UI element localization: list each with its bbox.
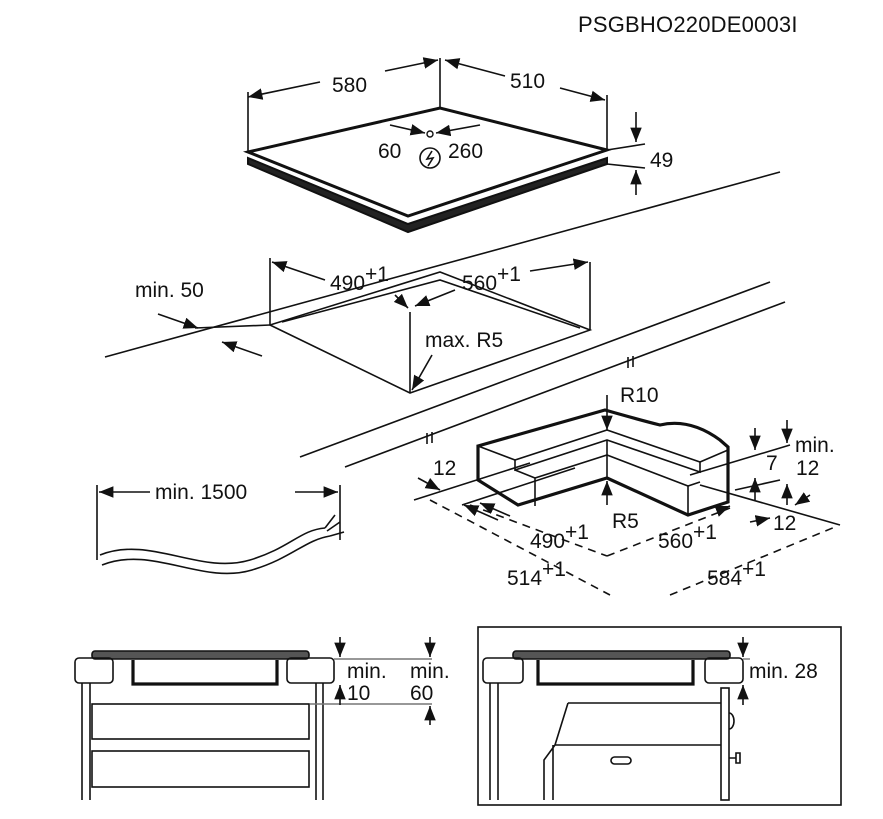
section-drawers: min. 10 min. 60 [74,637,450,800]
min-28-label: min. 28 [749,660,818,683]
conn-left-label: 60 [378,140,401,163]
svg-text:560+1: 560+1 [658,521,717,553]
section-oven: min. 28 [477,626,842,806]
cutout-width-label: 490 [330,272,365,295]
cutout-depth-label: 560 [462,272,497,295]
svg-text:584+1: 584+1 [707,558,766,590]
hob-width-label: 580 [332,74,367,97]
min-value-2: 60 [410,682,433,705]
inner-width-tol: +1 [565,521,589,544]
cutout-width-tol: +1 [365,263,389,286]
min-value: 12 [796,457,819,480]
cutout-depth-tol: +1 [497,263,521,286]
svg-text:490+1: 490+1 [330,263,389,295]
right-gap-label: 12 [773,512,796,535]
r5-label: R5 [612,510,639,533]
radius-label: max. R5 [425,329,503,352]
left-gap-label: 12 [433,457,456,480]
hob-height-label: 49 [650,149,673,172]
outer-width-tol: +1 [542,558,566,581]
r10-label: R10 [620,384,659,407]
outer-depth-label: 584 [707,567,742,590]
svg-text:560+1: 560+1 [462,263,521,295]
inner-depth-tol: +1 [693,521,717,544]
outer-width-label: 514 [507,567,542,590]
min-value-1: 10 [347,682,370,705]
inner-width-label: 490 [530,530,565,553]
document-code: PSGBHO220DE0003I [578,12,798,37]
conn-right-label: 260 [448,140,483,163]
inner-depth-label: 560 [658,530,693,553]
min-label-1: min. [347,660,387,683]
svg-text:514+1: 514+1 [507,558,566,590]
hob-depth-label: 510 [510,70,545,93]
edge-min-label: min. 50 [135,279,204,302]
cutout-drawing: 490+1 560+1 min. 50 max. R5 [104,171,786,468]
outer-depth-tol: +1 [742,558,766,581]
hob-drawing: 580 510 60 260 49 [242,57,673,234]
cable-length-label: min. 1500 [155,481,247,504]
step-label: 7 [766,452,778,475]
svg-text:490+1: 490+1 [530,521,589,553]
min-label: min. [795,434,835,457]
min-label-2: min. [410,660,450,683]
corner-detail: R10 R5 12 7 min. 12 12 490+1 560+1 514+1… [413,384,841,596]
cable-drawing: min. 1500 [96,481,345,575]
